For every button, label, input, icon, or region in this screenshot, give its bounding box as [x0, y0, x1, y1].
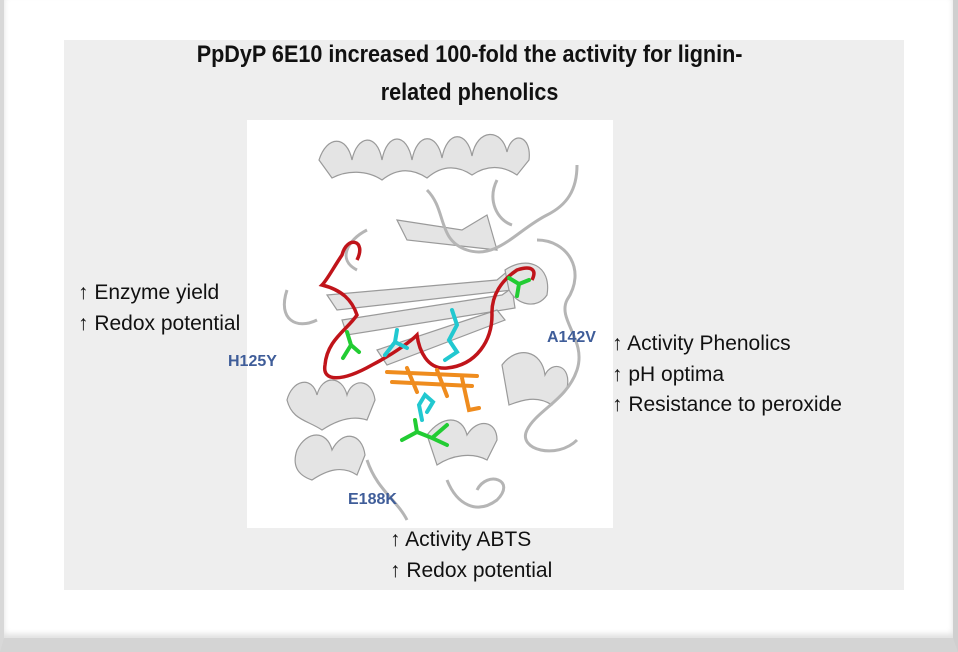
- annotation-left-1: ↑ Enzyme yield: [78, 281, 220, 304]
- label-e188k: E188K: [348, 491, 397, 508]
- label-a142v: A142V: [547, 329, 596, 346]
- gray-ribbons: [286, 133, 569, 481]
- protein-structure-image: [247, 120, 613, 528]
- red-loop: [318, 240, 536, 380]
- annotation-bottom-2: ↑ Redox potential: [390, 559, 553, 582]
- protein-ribbon-diagram: [282, 133, 581, 521]
- annotation-right-3: ↑ Resistance to peroxide: [612, 393, 842, 416]
- heme-sticks: [385, 366, 481, 413]
- mutation-sticks: [341, 276, 531, 447]
- label-h125y: H125Y: [228, 353, 277, 370]
- gray-coils: [282, 164, 581, 521]
- active-site-sticks: [383, 308, 460, 422]
- title-line-2: related phenolics: [380, 79, 559, 106]
- annotation-left-2: ↑ Redox potential: [78, 312, 241, 335]
- annotation-right-2: ↑ pH optima: [612, 363, 725, 386]
- annotation-bottom-1: ↑ Activity ABTS: [390, 528, 532, 551]
- annotation-right-1: ↑ Activity Phenolics: [612, 332, 791, 355]
- title-line-1: PpDyP 6E10 increased 100-fold the activi…: [196, 41, 743, 68]
- slide-title: PpDyP 6E10 increased 100-fold the activi…: [70, 36, 869, 112]
